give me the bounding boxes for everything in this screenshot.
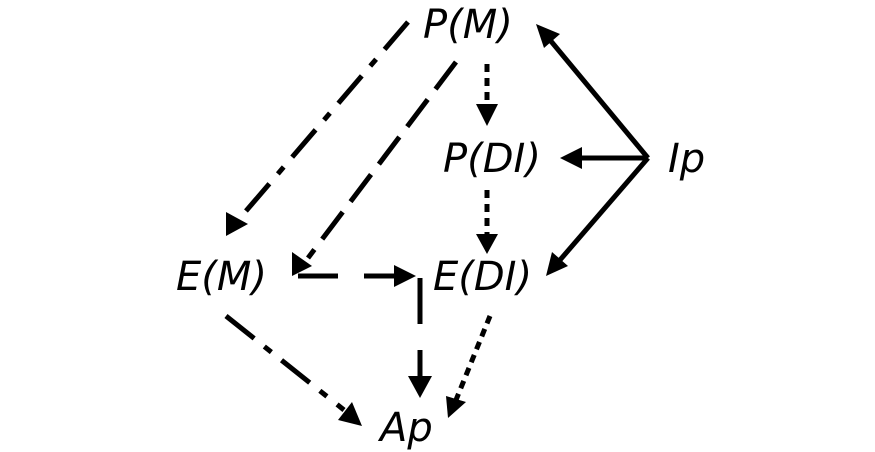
edge-pm-em-dashdot	[226, 20, 410, 236]
edge-ip-pm	[536, 24, 650, 160]
edge-ip-edi	[546, 156, 650, 276]
edge-em-ap-dashdot	[224, 314, 362, 426]
edge-vertical-ap	[408, 278, 432, 398]
edge-pdi-edi-dotted	[476, 190, 498, 254]
edge-edi-ap-dotted	[446, 315, 493, 418]
node-pm: P(M)	[423, 2, 513, 48]
node-edi: E(DI)	[433, 254, 532, 300]
node-ap: Ap	[377, 405, 433, 451]
edge-pm-em-dashed	[292, 60, 458, 276]
node-em: E(M)	[176, 254, 267, 300]
edge-em-edi-dashed	[298, 265, 416, 287]
node-ip: Ip	[668, 136, 705, 182]
edge-ip-pdi	[560, 147, 648, 169]
edge-pm-pdi-dotted	[476, 64, 498, 126]
node-pdi: P(DI)	[443, 136, 541, 182]
